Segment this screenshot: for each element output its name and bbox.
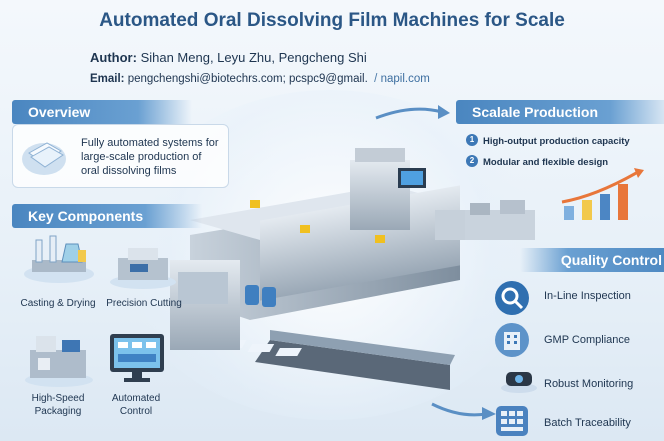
bottle-icon: [262, 287, 276, 307]
key-components-heading: Key Components: [12, 204, 202, 228]
qc-label-gmp-compliance: GMP Compliance: [544, 334, 630, 346]
email-line: Email: pengchengshi@biotechrs.com; pcspc…: [90, 73, 430, 85]
item-number: 2: [466, 154, 478, 167]
component-label-automated-control: Automated Control: [92, 392, 180, 418]
qc-label-batch-traceability: Batch Traceability: [544, 417, 631, 429]
page-title: Automated Oral Dissolving Film Machines …: [99, 10, 565, 31]
production-item-text: Modular and flexible design: [483, 157, 609, 168]
component-label-line: Control: [119, 406, 153, 417]
casting-drying-icon: [24, 235, 94, 283]
film-stack-icon: [22, 142, 66, 175]
keypad-icon: [496, 406, 528, 436]
slash-icon: /: [374, 73, 378, 85]
overview-heading: Overview: [12, 100, 192, 124]
cutting-machine-icon: [110, 248, 176, 289]
overview-text-line: large-scale production of: [81, 151, 202, 163]
author-names: Sihan Meng, Leyu Zhu, Pengcheng Shi: [140, 50, 367, 65]
production-item-text: High-output production capacity: [483, 136, 630, 147]
growth-chart-icon: [561, 168, 644, 220]
qc-label-robust-monitoring: Robust Monitoring: [544, 378, 634, 390]
component-label-line: High-Speed: [31, 393, 85, 404]
overview-text-line: Fully automated systems for: [81, 137, 219, 149]
component-label-high-speed-packaging: High-Speed Packaging: [10, 392, 106, 418]
email-tail[interactable]: napil.com: [380, 73, 430, 85]
bottle-icon: [245, 285, 259, 305]
overview-panel: Fully automated systems for large-scale …: [12, 124, 229, 188]
author-label: Author:: [90, 50, 137, 65]
item-number: 1: [466, 133, 478, 146]
component-label-line: Packaging: [34, 406, 82, 417]
component-label-precision-cutting: Precision Cutting: [106, 298, 182, 309]
packaging-machine-icon: [25, 336, 93, 387]
arrow-icon: [375, 105, 450, 120]
overview-text-line: oral dissolving films: [81, 165, 177, 177]
machine-illustration: [170, 148, 480, 390]
author-line: Author: Sihan Meng, Leyu Zhu, Pengcheng …: [90, 50, 367, 65]
building-icon: [495, 323, 529, 357]
arrow-icon: [431, 402, 496, 420]
component-label-casting-drying: Casting & Drying: [20, 298, 96, 309]
production-item: 1 High-output production capacity: [466, 131, 630, 149]
production-item: 2 Modular and flexible design: [466, 152, 608, 170]
scalable-production-heading: Scalale Production: [456, 100, 664, 124]
magnifier-icon: [495, 281, 529, 315]
quality-control-heading: Quality Control: [520, 248, 664, 272]
packaging-line: [465, 200, 535, 240]
control-monitor-icon: [110, 334, 164, 382]
email-addresses[interactable]: pengchengshi@biotechrs.com; pcspc9@gmail…: [127, 73, 368, 85]
component-label-line: Automated: [111, 393, 161, 404]
monitoring-device-icon: [501, 372, 537, 393]
email-label: Email:: [90, 73, 125, 85]
qc-label-inline-inspection: In-Line Inspection: [544, 290, 631, 302]
